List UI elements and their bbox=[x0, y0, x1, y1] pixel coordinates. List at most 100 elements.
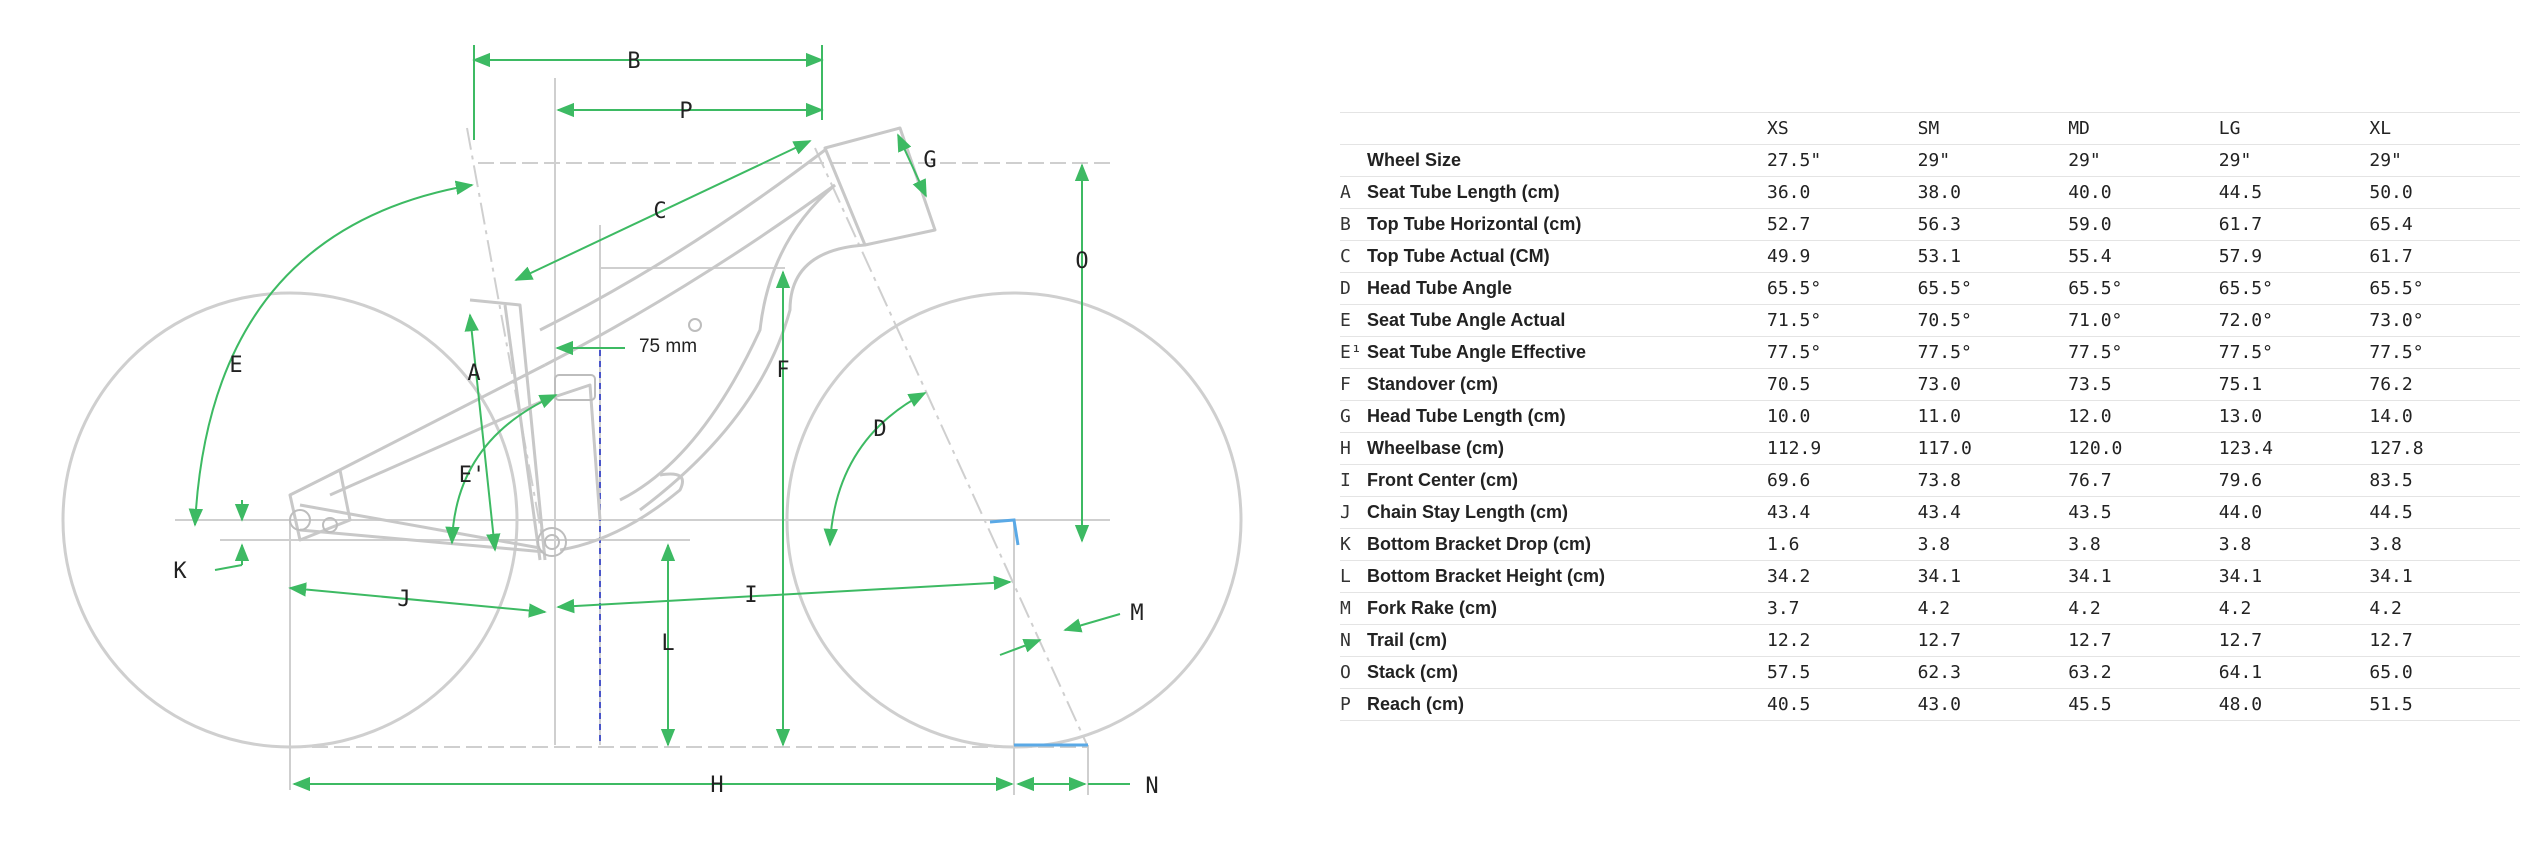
row-value: 71.5° bbox=[1767, 304, 1918, 337]
size-header: XS bbox=[1767, 112, 1918, 145]
row-value: 43.0 bbox=[1917, 688, 2069, 721]
row-name: Wheelbase (cm) bbox=[1367, 432, 1767, 465]
row-name: Front Center (cm) bbox=[1367, 464, 1767, 497]
row-value: 34.1 bbox=[1917, 560, 2069, 593]
row-name: Seat Tube Angle Effective bbox=[1367, 336, 1767, 369]
row-value: 48.0 bbox=[2218, 688, 2370, 721]
row-letter: K bbox=[1340, 528, 1367, 561]
row-value: 55.4 bbox=[2068, 240, 2219, 273]
row-value: 120.0 bbox=[2068, 432, 2219, 465]
row-value: 76.7 bbox=[2068, 464, 2219, 497]
row-value: 4.2 bbox=[1917, 592, 2069, 625]
row-value: 3.7 bbox=[1767, 592, 1918, 625]
size-header: MD bbox=[2068, 112, 2219, 145]
row-name: Wheel Size bbox=[1367, 144, 1767, 177]
row-value: 4.2 bbox=[2369, 592, 2520, 625]
row-letter: N bbox=[1340, 624, 1367, 657]
row-value: 13.0 bbox=[2218, 400, 2370, 433]
row-value: 40.0 bbox=[2068, 176, 2219, 209]
row-value: 12.7 bbox=[2369, 624, 2520, 657]
row-value: 70.5 bbox=[1767, 368, 1918, 401]
row-letter: A bbox=[1340, 176, 1367, 209]
label-o: O bbox=[1075, 249, 1088, 274]
row-value: 65.4 bbox=[2369, 208, 2520, 241]
row-value: 75.1 bbox=[2218, 368, 2370, 401]
row-value: 38.0 bbox=[1917, 176, 2069, 209]
row-value: 62.3 bbox=[1917, 656, 2069, 689]
row-value: 79.6 bbox=[2218, 464, 2370, 497]
size-header: SM bbox=[1917, 112, 2069, 145]
label-p: P bbox=[679, 99, 692, 124]
row-value: 34.1 bbox=[2218, 560, 2370, 593]
row-value: 44.5 bbox=[2369, 496, 2520, 529]
row-value: 123.4 bbox=[2218, 432, 2370, 465]
row-value: 3.8 bbox=[2218, 528, 2370, 561]
row-letter: L bbox=[1340, 560, 1367, 593]
label-j: J bbox=[397, 587, 410, 612]
row-value: 77.5° bbox=[2218, 336, 2370, 369]
row-value: 56.3 bbox=[1917, 208, 2069, 241]
row-value: 3.8 bbox=[2369, 528, 2520, 561]
row-value: 117.0 bbox=[1917, 432, 2069, 465]
row-value: 27.5" bbox=[1767, 144, 1918, 177]
row-value: 10.0 bbox=[1767, 400, 1918, 433]
dimension-lines bbox=[188, 45, 1130, 792]
label-b: B bbox=[627, 49, 640, 74]
row-name: Bottom Bracket Drop (cm) bbox=[1367, 528, 1767, 561]
label-k: K bbox=[173, 559, 187, 584]
row-letter: I bbox=[1340, 464, 1367, 497]
row-value: 61.7 bbox=[2218, 208, 2370, 241]
row-value: 76.2 bbox=[2369, 368, 2520, 401]
row-value: 29" bbox=[2369, 144, 2520, 177]
row-value: 57.5 bbox=[1767, 656, 1918, 689]
row-value: 34.2 bbox=[1767, 560, 1918, 593]
row-value: 43.5 bbox=[2068, 496, 2219, 529]
row-value: 43.4 bbox=[1917, 496, 2069, 529]
row-letter: B bbox=[1340, 208, 1367, 241]
row-value: 73.5 bbox=[2068, 368, 2219, 401]
row-value: 73.8 bbox=[1917, 464, 2069, 497]
row-name: Stack (cm) bbox=[1367, 656, 1767, 689]
label-h: H bbox=[710, 773, 723, 798]
row-letter: E bbox=[1340, 304, 1367, 337]
row-value: 51.5 bbox=[2369, 688, 2520, 721]
row-value: 12.2 bbox=[1767, 624, 1918, 657]
label-g: G bbox=[923, 148, 936, 173]
row-value: 12.7 bbox=[2218, 624, 2370, 657]
label-a: A bbox=[467, 361, 480, 386]
row-value: 29" bbox=[1917, 144, 2069, 177]
row-letter: F bbox=[1340, 368, 1367, 401]
row-value: 11.0 bbox=[1917, 400, 2069, 433]
row-value: 77.5° bbox=[2068, 336, 2219, 369]
row-name: Bottom Bracket Height (cm) bbox=[1367, 560, 1767, 593]
row-name: Fork Rake (cm) bbox=[1367, 592, 1767, 625]
row-name: Reach (cm) bbox=[1367, 688, 1767, 721]
row-value: 77.5° bbox=[1767, 336, 1918, 369]
row-letter bbox=[1340, 144, 1367, 177]
row-name: Chain Stay Length (cm) bbox=[1367, 496, 1767, 529]
row-value: 71.0° bbox=[2068, 304, 2219, 337]
row-value: 44.5 bbox=[2218, 176, 2370, 209]
row-value: 3.8 bbox=[1917, 528, 2069, 561]
size-header: LG bbox=[2218, 112, 2370, 145]
row-value: 50.0 bbox=[2369, 176, 2520, 209]
label-e-prime: E' bbox=[459, 463, 486, 488]
row-value: 44.0 bbox=[2218, 496, 2370, 529]
label-c: C bbox=[653, 199, 666, 224]
row-value: 49.9 bbox=[1767, 240, 1918, 273]
row-value: 34.1 bbox=[2369, 560, 2520, 593]
label-i: I bbox=[744, 583, 757, 608]
row-name: Head Tube Length (cm) bbox=[1367, 400, 1767, 433]
row-value: 70.5° bbox=[1917, 304, 2069, 337]
row-value: 77.5° bbox=[1917, 336, 2069, 369]
